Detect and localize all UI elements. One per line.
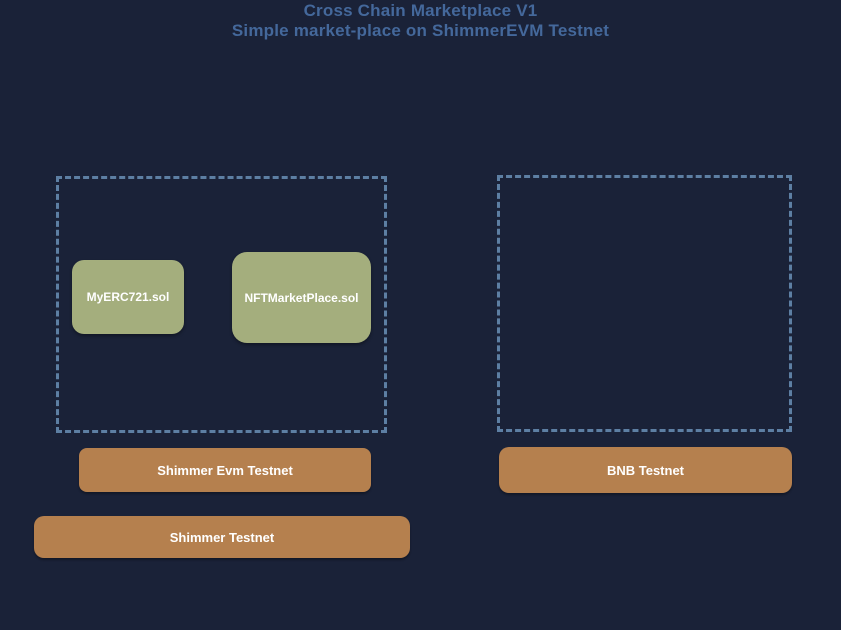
contract-label: MyERC721.sol (86, 290, 170, 304)
shimmer-evm-group-box (56, 176, 387, 433)
chain-node-shimmer-evm-testnet[interactable]: Shimmer Evm Testnet (79, 448, 371, 492)
contract-node-nftmarketplace[interactable]: NFTMarketPlace.sol (232, 252, 371, 343)
chain-node-shimmer-testnet[interactable]: Shimmer Testnet (34, 516, 410, 558)
chain-node-bnb-testnet[interactable]: BNB Testnet (499, 447, 792, 493)
contract-label: NFTMarketPlace.sol (244, 290, 359, 305)
contract-node-myerc721[interactable]: MyERC721.sol (72, 260, 184, 334)
chain-label: BNB Testnet (606, 462, 685, 478)
page-subtitle: Simple market-place on ShimmerEVM Testne… (231, 21, 610, 40)
header: Cross Chain Marketplace V1 Simple market… (0, 1, 841, 41)
chain-label: Shimmer Testnet (169, 529, 275, 545)
chain-label: Shimmer Evm Testnet (157, 462, 293, 478)
bnb-group-box (497, 175, 792, 432)
page-title: Cross Chain Marketplace V1 (303, 1, 538, 20)
